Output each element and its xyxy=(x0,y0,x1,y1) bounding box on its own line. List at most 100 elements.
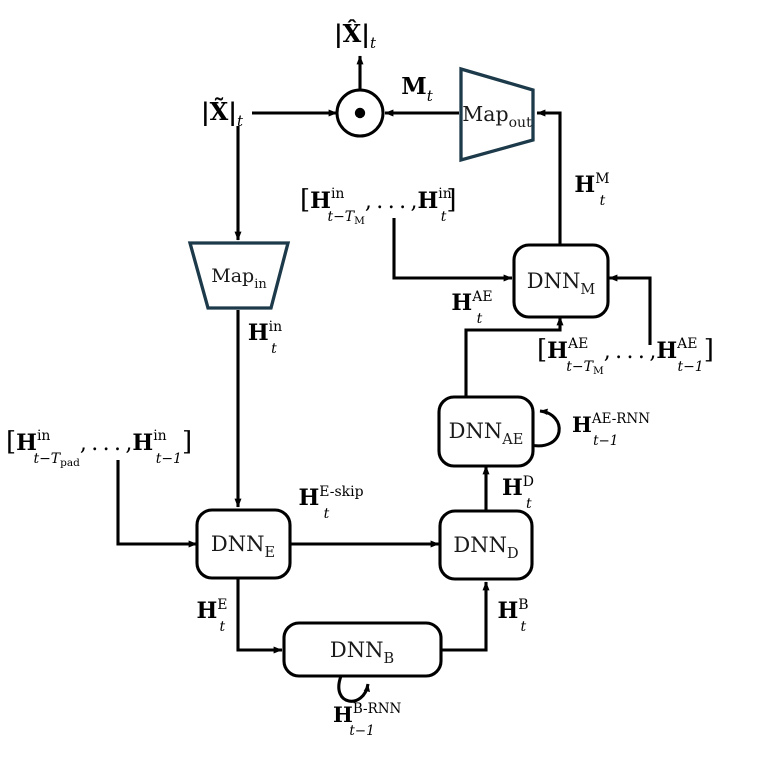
hinwin-first-sub: t−T xyxy=(327,209,355,225)
hinwin-close: ] xyxy=(446,185,456,215)
block-dnn-m[interactable]: DNNM xyxy=(512,243,610,319)
svg-text:HBt: HBt xyxy=(497,597,528,635)
hm-sup: M xyxy=(595,171,609,187)
hinwin-last-sub: t xyxy=(441,209,447,225)
hinpad-close: ] xyxy=(182,427,192,457)
hd-base: H xyxy=(502,475,523,501)
label-h-ae-rnn: HAE-RNN t−1 xyxy=(572,411,650,449)
hbrnn-sup: B-RNN xyxy=(353,701,402,717)
haewin-first-base: H xyxy=(547,338,568,364)
hinpad-first-sup: in xyxy=(37,428,51,444)
block-map-out[interactable]: Mapout xyxy=(459,66,535,163)
dnn-ae-sublabel: AE xyxy=(501,432,523,448)
svg-text:DNND: DNND xyxy=(453,533,518,562)
connector-layer xyxy=(116,55,652,654)
label-mask-m: Mt xyxy=(401,73,433,105)
arrow-dnne-to-dnnb xyxy=(236,578,283,654)
arrow-hinwin-to-dnnm xyxy=(392,218,513,282)
hae-base: H xyxy=(451,290,472,316)
svg-text:HEt: HEt xyxy=(196,597,227,635)
hinwin-first-base: H xyxy=(310,188,331,214)
svg-text:DNNE: DNNE xyxy=(211,532,275,561)
hd-sup: D xyxy=(523,474,534,490)
haernn-sup: AE-RNN xyxy=(591,411,650,427)
label-xtilde-in: |X̃|t xyxy=(201,97,244,130)
haewin-close: ] xyxy=(704,335,714,365)
svg-text:DNNM: DNNM xyxy=(527,269,596,298)
hinpad-dots: , . . . , xyxy=(80,431,133,456)
block-dnn-d[interactable]: DNND xyxy=(438,509,534,581)
arrow-dnnm-to-mapout xyxy=(536,109,562,245)
haernn-sub: t−1 xyxy=(593,433,618,449)
hinpad-open: [ xyxy=(6,427,16,457)
map-in-label: Map xyxy=(211,265,254,287)
map-out-shape xyxy=(459,66,535,163)
hae-sub: t xyxy=(477,311,483,327)
map-out-sublabel: out xyxy=(509,115,532,131)
haewin-last-base: H xyxy=(656,338,677,364)
hinwin-last-sup: in xyxy=(438,186,452,202)
svg-text:DNNB: DNNB xyxy=(330,638,394,667)
block-dnn-ae[interactable]: DNNAE xyxy=(437,395,535,468)
arrow-haewin-to-dnnm xyxy=(608,274,652,345)
hb-sup: B xyxy=(518,597,528,613)
dnn-m-shape xyxy=(512,243,610,319)
block-dnn-b[interactable]: DNNB xyxy=(282,621,443,678)
heskip-base: H xyxy=(298,485,319,511)
hinwin-first-sub2: M xyxy=(354,215,365,227)
hae-sup: AE xyxy=(471,289,492,305)
haernn-base: H xyxy=(572,412,592,437)
dnn-b-label: DNN xyxy=(330,638,384,662)
svg-text:Mapout: Mapout xyxy=(462,102,532,131)
heskip-sup: E-skip xyxy=(319,484,363,500)
map-in-shape xyxy=(187,241,291,310)
label-h-ae: HAE t xyxy=(451,289,492,327)
dnn-e-label: DNN xyxy=(211,532,265,556)
mask-sub: t xyxy=(427,87,434,105)
dnn-e-shape xyxy=(195,508,292,580)
hinwin-first-sup: in xyxy=(331,186,345,202)
he-sub: t xyxy=(220,619,226,635)
dnn-d-sublabel: D xyxy=(507,546,519,562)
haewin-first-sub: t−T xyxy=(566,359,594,375)
hbrnn-base: H xyxy=(333,702,353,727)
elementwise-multiply-node[interactable] xyxy=(335,88,385,138)
hinwin-last-base: H xyxy=(417,188,438,214)
hb-sub: t xyxy=(521,619,527,635)
haewin-last-sub: t−1 xyxy=(677,359,703,375)
haewin-open: [ xyxy=(537,335,547,365)
haewin-dots: , . . . , xyxy=(604,339,657,364)
svg-text:HDt: HDt xyxy=(502,474,534,512)
mask-base: M xyxy=(401,73,426,100)
hinwin-dots: , . . . , xyxy=(365,189,418,214)
haewin-first-sup: AE xyxy=(567,336,588,352)
svg-text:|X̃|t: |X̃|t xyxy=(201,97,244,130)
dnn-m-sublabel: M xyxy=(580,282,595,298)
arrow-dnnb-to-dnnd xyxy=(440,581,490,652)
xtilde-base: |X̃| xyxy=(201,97,237,126)
block-map-in[interactable]: Mapin xyxy=(187,241,291,310)
dnn-d-shape xyxy=(438,509,534,581)
xtilde-sub: t xyxy=(237,112,244,130)
svg-text:HMt: HMt xyxy=(574,171,609,209)
block-dnn-e[interactable]: DNNE xyxy=(195,508,292,580)
dnn-ae-shape xyxy=(437,395,535,468)
dnn-d-label: DNN xyxy=(453,533,507,557)
haewin-last-sup: AE xyxy=(676,336,697,352)
hm-sub: t xyxy=(600,193,606,209)
svg-text:|X̂|t: |X̂|t xyxy=(334,19,377,52)
